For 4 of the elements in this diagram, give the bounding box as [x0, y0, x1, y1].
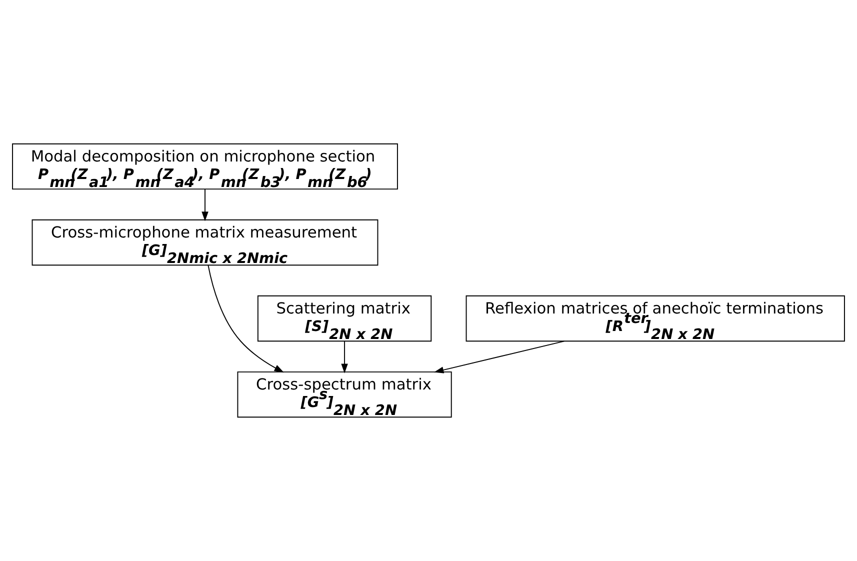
arrow	[202, 188, 208, 222]
arrow	[341, 340, 348, 374]
arrow	[434, 340, 565, 374]
arrow	[208, 264, 284, 372]
